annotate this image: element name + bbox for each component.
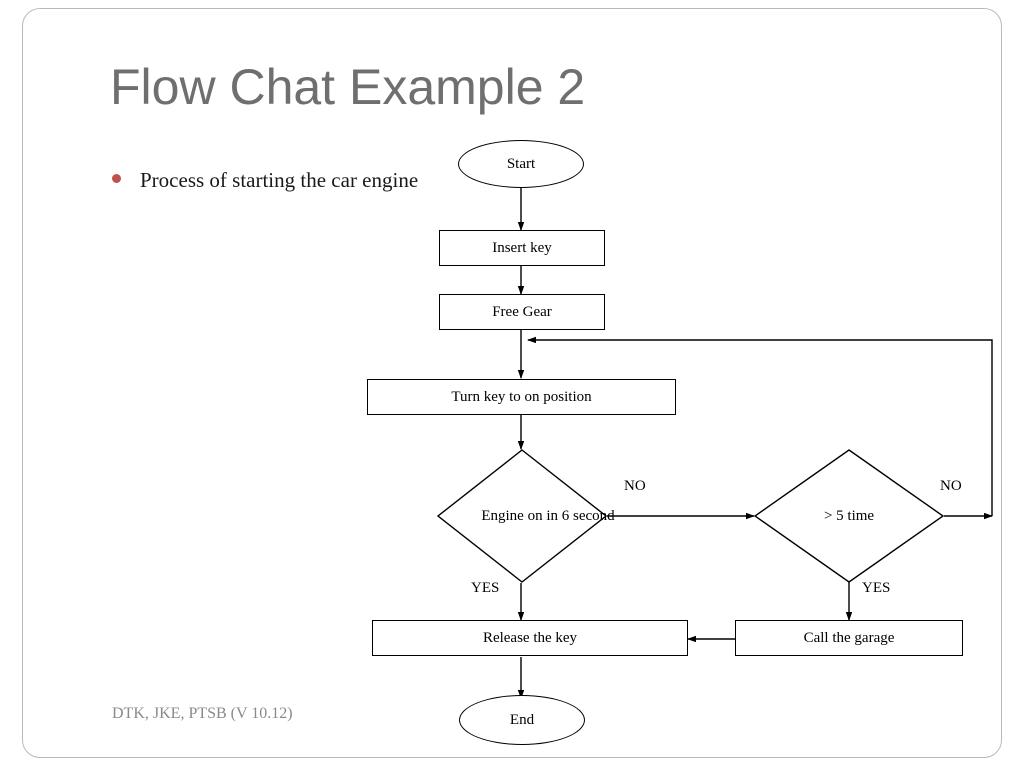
bullet-item-label: Process of starting the car engine bbox=[140, 168, 419, 192]
flow-node-five-time: > 5 time bbox=[754, 449, 944, 583]
flow-node-insert-key: Insert key bbox=[439, 230, 605, 266]
flow-node-start: Start bbox=[458, 140, 584, 188]
flow-node-release-key: Release the key bbox=[372, 620, 688, 656]
flow-node-engine-on-label: Engine on in 6 second bbox=[481, 507, 615, 524]
flow-node-five-time-label: > 5 time bbox=[823, 507, 875, 524]
flow-node-turn-key: Turn key to on position bbox=[367, 379, 676, 415]
edge-label-engine-yes: YES bbox=[471, 580, 500, 596]
flow-node-end: End bbox=[459, 695, 585, 745]
edge-label-engine-no: NO bbox=[624, 478, 646, 494]
flow-node-call-garage: Call the garage bbox=[735, 620, 963, 656]
bullet-item: Process of starting the car engine bbox=[112, 168, 418, 193]
edge-label-five-no: NO bbox=[940, 478, 962, 494]
page-title: Flow Chat Example 2 bbox=[110, 59, 586, 115]
slide-footer: DTK, JKE, PTSB (V 10.12) bbox=[112, 705, 293, 722]
slide-frame bbox=[22, 8, 1002, 758]
bullet-dot-icon bbox=[112, 174, 121, 183]
flow-node-free-gear: Free Gear bbox=[439, 294, 605, 330]
edge-label-five-yes: YES bbox=[862, 580, 891, 596]
flow-node-engine-on: Engine on in 6 second bbox=[437, 449, 615, 583]
